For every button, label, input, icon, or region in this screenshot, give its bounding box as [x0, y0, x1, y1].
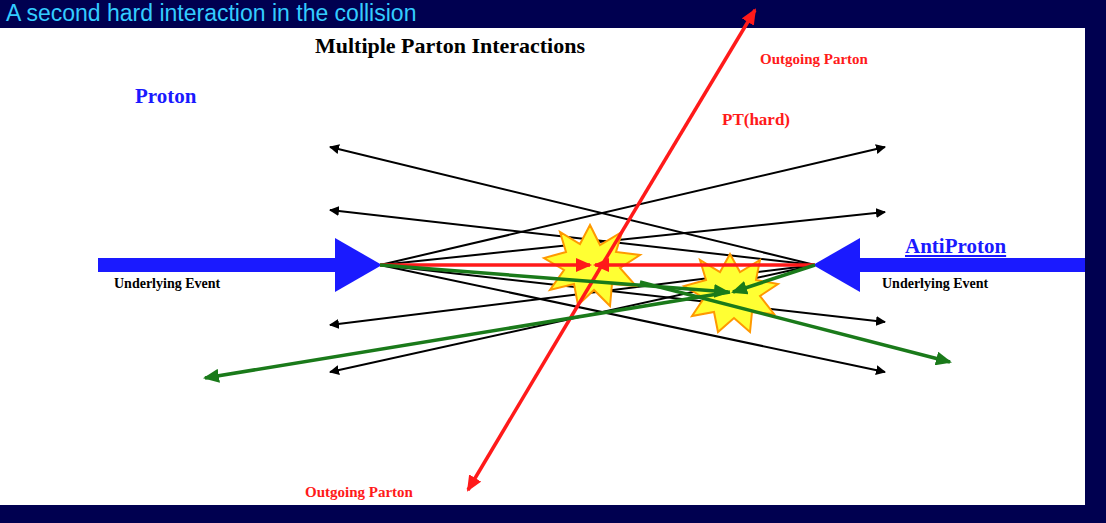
- diagram-heading: Multiple Parton Interactions: [315, 33, 585, 59]
- parton-label: Outgoing Parton: [305, 484, 413, 501]
- momentum-label: PT(hard): [722, 110, 790, 130]
- event-label: Underlying Event: [112, 276, 222, 292]
- parton-label: Outgoing Parton: [760, 51, 868, 68]
- beam-label: Proton: [135, 84, 196, 109]
- beam-label: AntiProton: [905, 234, 1006, 259]
- event-label: Underlying Event: [880, 276, 990, 292]
- slide-title: A second hard interaction in the collisi…: [6, 0, 416, 27]
